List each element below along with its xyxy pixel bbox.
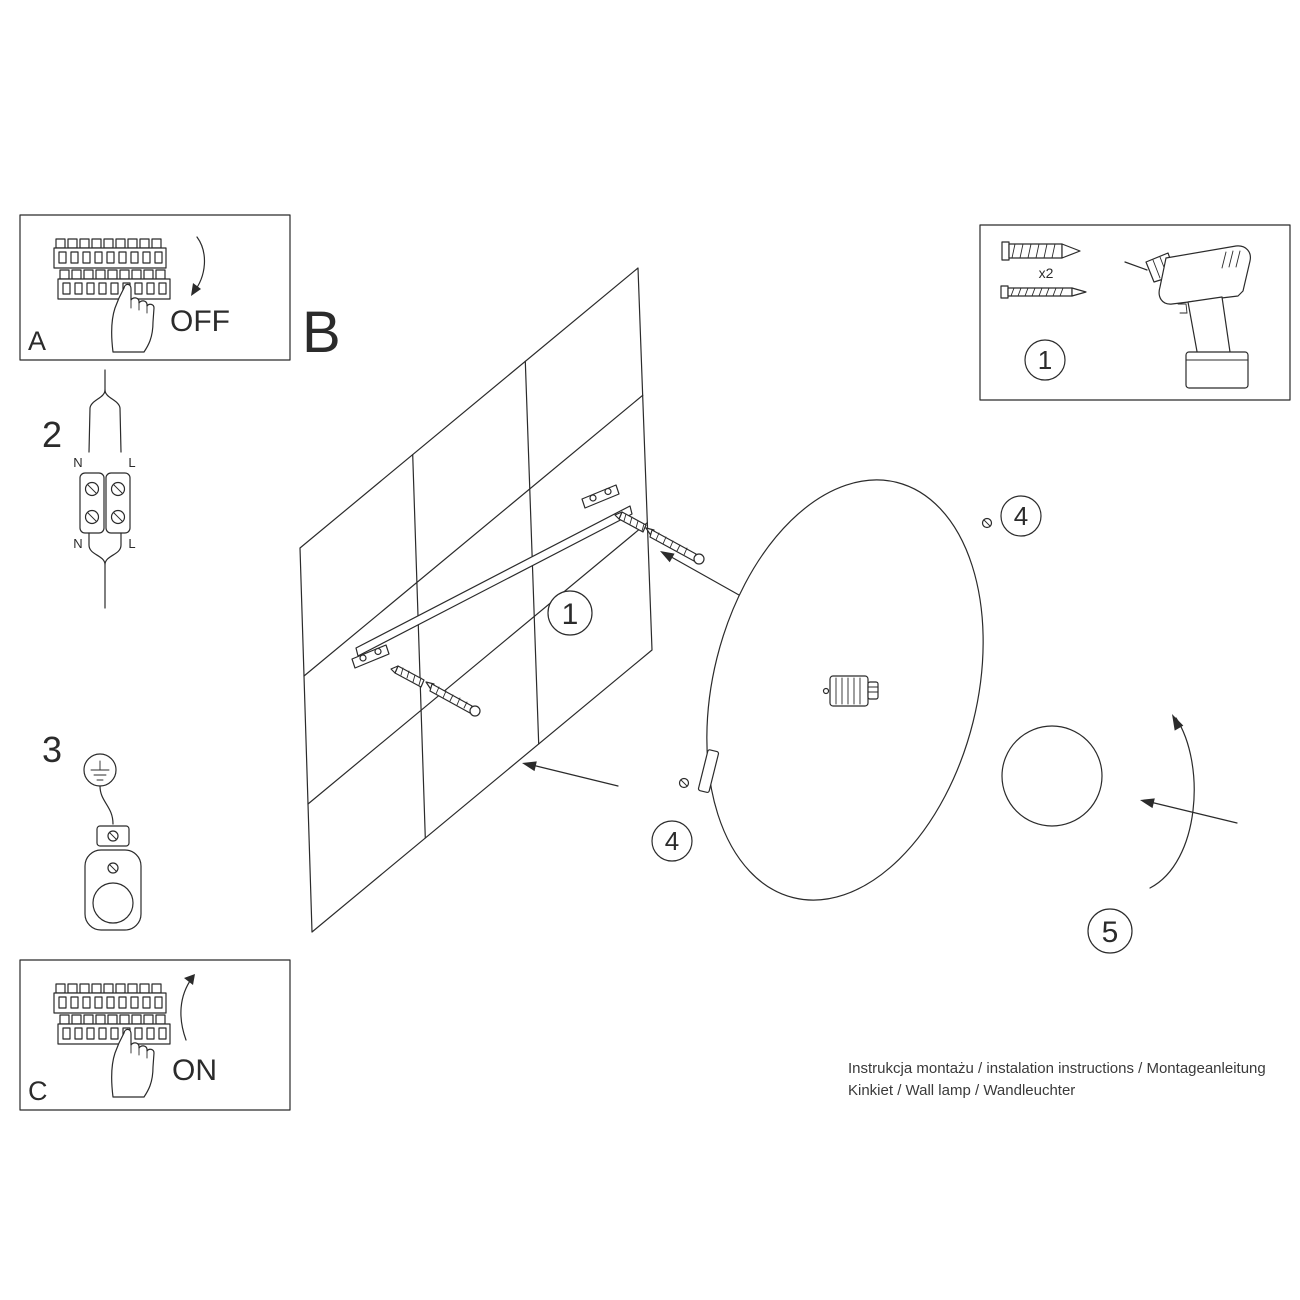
- breaker-panel-off-icon: [53, 238, 171, 353]
- section-b-letter: B: [302, 300, 341, 365]
- bracket-plate-icon: [582, 485, 619, 508]
- lower-bracket-assembly: [352, 645, 480, 716]
- step-4-bottom-number: 4: [665, 826, 679, 856]
- arrow-to-wall: [522, 761, 618, 786]
- mounting-clip: [698, 749, 719, 792]
- earth-ground-icon: [84, 754, 116, 786]
- terminal-block-icon: [80, 473, 130, 533]
- wire-merge-right: [105, 533, 121, 564]
- small-screw-top-icon: [983, 519, 992, 528]
- anchor-qty-label: x2: [1039, 265, 1054, 281]
- mounting-strip: [356, 506, 632, 656]
- panel-c: ON C: [20, 960, 290, 1110]
- step-5-badge: 5: [1088, 909, 1132, 953]
- switch-up-arrow-icon: [181, 974, 195, 1040]
- tile-line-h1: [304, 395, 643, 676]
- step-5-number: 5: [1102, 916, 1119, 949]
- step-3-number: 3: [42, 729, 62, 770]
- bulb-socket-icon: [824, 676, 879, 706]
- socket-diagram: 3: [42, 729, 141, 930]
- on-label: ON: [172, 1054, 217, 1087]
- step-2-number: 2: [42, 414, 62, 455]
- wire-n-bottom-label: N: [73, 536, 82, 551]
- drill-icon: [1125, 246, 1250, 388]
- wall-anchor-icon: [391, 666, 424, 687]
- screw-icon: [646, 528, 704, 564]
- upper-bracket-assembly: [582, 485, 704, 564]
- lamp-holder-icon: [85, 826, 141, 930]
- wire-n-top-label: N: [73, 455, 82, 470]
- wall-drawing: [300, 268, 652, 932]
- rotate-arrow-icon: [1150, 714, 1194, 888]
- step-4-top-badge: 4: [1001, 496, 1041, 536]
- arrow-to-cover: [1140, 798, 1237, 823]
- step-1-tools-badge: 1: [1025, 340, 1065, 380]
- tools-box-border: [980, 225, 1290, 400]
- wall-plug-icon: [1002, 242, 1080, 260]
- small-screw-bottom-icon: [680, 779, 689, 788]
- footer-line-1: Instrukcja montażu / instalation instruc…: [848, 1060, 1266, 1077]
- wire-split-left: [89, 390, 105, 452]
- wire-split-right: [105, 390, 121, 452]
- step-1-number: 1: [562, 598, 579, 631]
- step-1-tools-number: 1: [1038, 345, 1052, 375]
- panel-a: OFF A: [20, 215, 290, 360]
- tile-line-v1: [413, 455, 426, 838]
- lamp-cover-drawing: [1002, 726, 1102, 826]
- tools-box: x2 1: [980, 225, 1290, 400]
- panel-a-letter: A: [28, 326, 46, 356]
- tile-line-h2: [308, 523, 647, 804]
- long-screw-icon: [1001, 286, 1086, 298]
- breaker-panel-on-icon: [53, 983, 171, 1098]
- panel-c-border: [20, 960, 290, 1110]
- wiring-diagram: 2 N L N L: [42, 370, 136, 608]
- wall-outline: [300, 268, 652, 932]
- screw-icon: [426, 682, 480, 716]
- ground-wire: [100, 786, 113, 824]
- switch-down-arrow-icon: [191, 237, 204, 296]
- panel-c-letter: C: [28, 1076, 48, 1106]
- step-1-badge: 1: [548, 591, 592, 635]
- footer-line-2: Kinkiet / Wall lamp / Wandleuchter: [848, 1082, 1075, 1099]
- wire-merge-left: [89, 533, 105, 564]
- wall-anchor-icon: [615, 512, 646, 532]
- step-4-bottom-badge: 4: [652, 821, 692, 861]
- lamp-body-drawing: [665, 450, 1025, 929]
- wire-l-bottom-label: L: [128, 536, 135, 551]
- wire-l-top-label: L: [128, 455, 135, 470]
- step-4-top-number: 4: [1014, 501, 1028, 531]
- off-label: OFF: [170, 305, 230, 338]
- panel-a-border: [20, 215, 290, 360]
- tile-line-v2: [525, 361, 538, 744]
